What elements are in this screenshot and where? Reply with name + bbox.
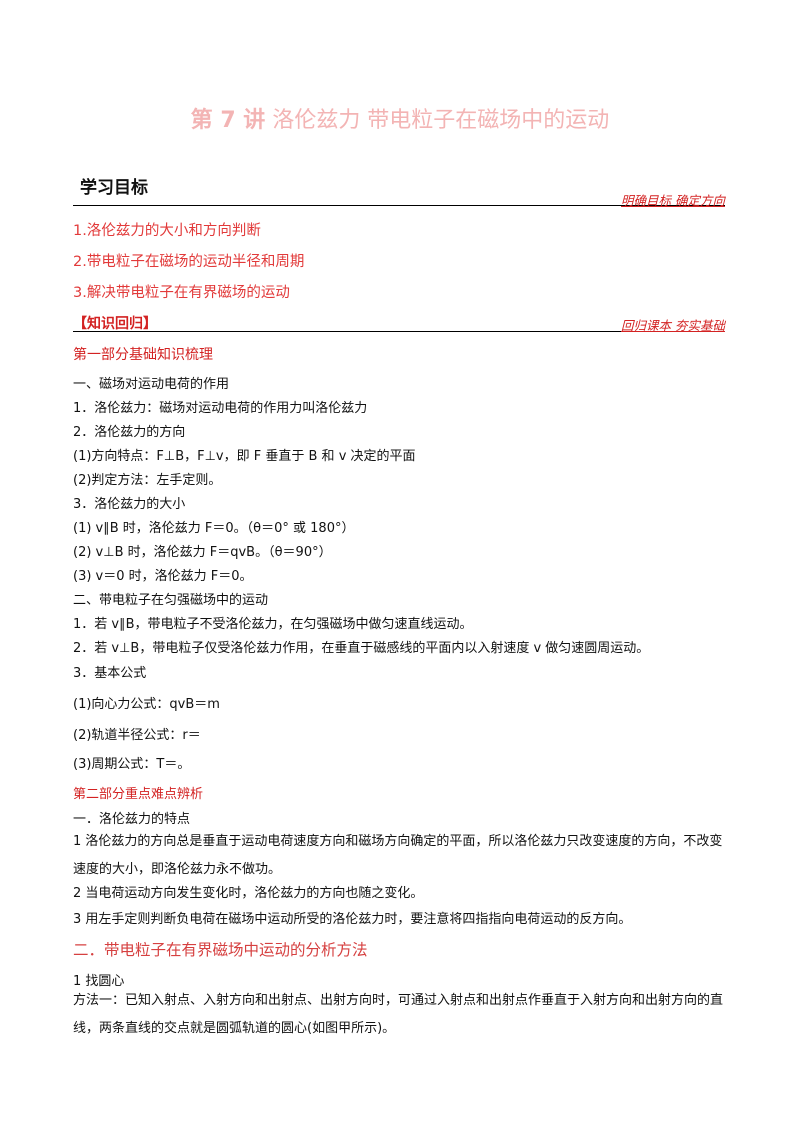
formula-line: (2)轨道半径公式：r＝ bbox=[73, 728, 201, 743]
goals-heading: 学习目标 bbox=[80, 178, 148, 198]
text-line: (1) v∥B 时，洛伦兹力 F＝0。（θ＝0° 或 180°） bbox=[73, 521, 355, 536]
text-line: 1．洛伦兹力：磁场对运动电荷的作用力叫洛伦兹力 bbox=[73, 401, 368, 416]
text-line: (2) v⊥B 时，洛伦兹力 F＝qvB。（θ＝90°） bbox=[73, 545, 332, 560]
paragraph: 2 当电荷运动方向发生变化时，洛伦兹力的方向也随之变化。 bbox=[73, 886, 424, 901]
text-line: (2)判定方法：左手定则。 bbox=[73, 473, 222, 488]
text-line: 2．洛伦兹力的方向 bbox=[73, 425, 186, 440]
text-line: (3) v＝0 时，洛伦兹力 F＝0。 bbox=[73, 569, 253, 584]
goal-item: 2.带电粒子在磁场的运动半径和周期 bbox=[73, 254, 305, 270]
text-line: 一、磁场对运动电荷的作用 bbox=[73, 377, 230, 392]
goal-item: 1.洛伦兹力的大小和方向判断 bbox=[73, 223, 261, 239]
goals-divider bbox=[73, 205, 725, 206]
paragraph: 3 用左手定则判断负电荷在磁场中运动所受的洛伦兹力时，要注意将四指指向电荷运动的… bbox=[73, 912, 632, 927]
subheading: 一．洛伦兹力的特点 bbox=[73, 812, 191, 827]
part2-heading: 第二部分重点难点辨析 bbox=[73, 787, 204, 802]
text-line: 3．基本公式 bbox=[73, 666, 147, 681]
review-note: 回归课本 夯实基础 bbox=[621, 318, 725, 333]
review-divider bbox=[73, 331, 725, 332]
formula-line: (1)向心力公式：qvB＝m bbox=[73, 697, 220, 712]
page-title: 第 7 讲 洛伦兹力 带电粒子在磁场中的运动 bbox=[0, 102, 800, 134]
section-subheading: 二．带电粒子在有界磁场中运动的分析方法 bbox=[73, 941, 368, 959]
subheading: 1 找圆心 bbox=[73, 974, 125, 989]
formula-line: (3)周期公式：T＝。 bbox=[73, 757, 191, 772]
part1-heading: 第一部分基础知识梳理 bbox=[73, 347, 213, 363]
text-line: 2．若 v⊥B，带电粒子仅受洛伦兹力作用，在垂直于磁感线的平面内以入射速度 v … bbox=[73, 641, 650, 656]
paragraph: 方法一：已知入射点、入射方向和出射点、出射方向时，可通过入射点和出射点作垂直于入… bbox=[73, 993, 724, 1036]
lecture-topic: 洛伦兹力 带电粒子在磁场中的运动 bbox=[272, 108, 610, 133]
lecture-number: 第 7 讲 bbox=[190, 108, 266, 133]
goal-item: 3.解决带电粒子在有界磁场的运动 bbox=[73, 285, 290, 301]
text-line: (1)方向特点：F⊥B，F⊥v，即 F 垂直于 B 和 v 决定的平面 bbox=[73, 449, 416, 464]
text-line: 1．若 v∥B，带电粒子不受洛伦兹力，在匀强磁场中做匀速直线运动。 bbox=[73, 617, 473, 632]
text-line: 二、带电粒子在匀强磁场中的运动 bbox=[73, 593, 269, 608]
goals-note: 明确目标 确定方向 bbox=[621, 193, 725, 208]
paragraph: 1 洛伦兹力的方向总是垂直于运动电荷速度方向和磁场方向确定的平面，所以洛伦兹力只… bbox=[73, 834, 723, 877]
text-line: 3．洛伦兹力的大小 bbox=[73, 497, 186, 512]
review-heading: 【知识回归】 bbox=[73, 316, 157, 332]
